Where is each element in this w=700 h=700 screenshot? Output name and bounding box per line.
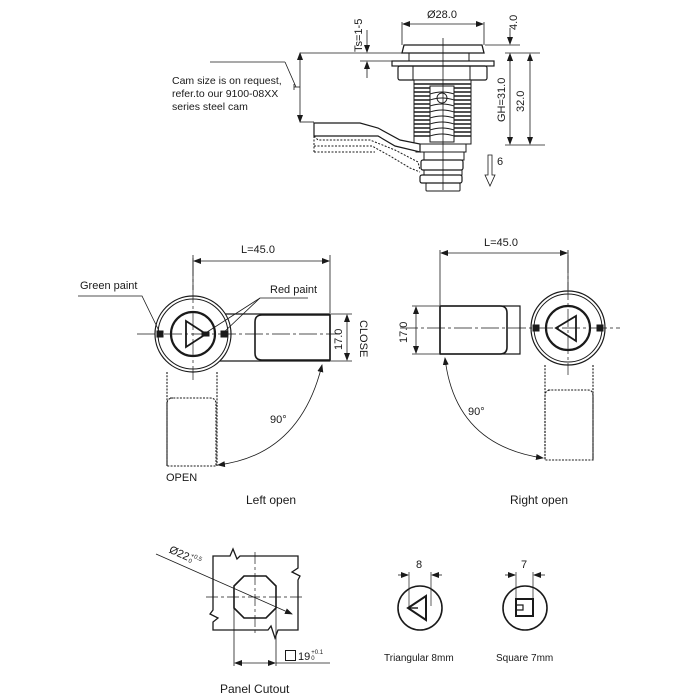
left-width-dim: 17.0 [333, 328, 345, 350]
right-width-dim: 17.0 [398, 321, 410, 343]
left-open-view [78, 255, 352, 468]
red-paint-label: Red paint [270, 284, 318, 296]
panel-cutout-drawing [155, 547, 330, 666]
right-angle-label: 90° [468, 406, 485, 418]
square-key-caption: Square 7mm [496, 653, 554, 664]
left-angle-label: 90° [270, 414, 287, 426]
side-view-lock [313, 38, 495, 192]
grip-height-dim: GH=31.0 [496, 77, 508, 122]
open-label: OPEN [166, 472, 198, 484]
right-open-caption: Right open [510, 493, 569, 507]
total-height-dim: 32.0 [515, 90, 527, 112]
cutout-square-value: 19 [298, 651, 311, 663]
cam-size-note: Cam size is on request, refer.to our 910… [172, 75, 282, 113]
close-label: CLOSE [357, 320, 369, 358]
square-key-drawing [502, 572, 548, 631]
panel-cutout-caption: Panel Cutout [220, 682, 290, 696]
tol-upper: +0.1 [311, 650, 324, 656]
triangular-key-dim: 8 [416, 559, 423, 571]
side-view-dimensions [210, 21, 545, 187]
right-open-view [400, 250, 620, 461]
left-open-caption: Left open [246, 493, 297, 507]
left-length-dim: L=45.0 [241, 244, 275, 256]
thickness-dim: Ts=1-5 [353, 18, 365, 52]
green-paint-label: Green paint [80, 280, 138, 292]
right-length-dim: L=45.0 [484, 237, 518, 249]
head-height-dim: 4.0 [508, 14, 520, 30]
head-diameter-dim: Ø28.0 [427, 9, 457, 21]
triangular-key-drawing [397, 572, 443, 631]
tol-lower: 0 [311, 656, 315, 662]
drop-dim: 6 [497, 156, 504, 168]
square-key-dim: 7 [521, 559, 528, 571]
square-symbol-icon [285, 650, 296, 661]
triangular-key-caption: Triangular 8mm [384, 653, 454, 664]
